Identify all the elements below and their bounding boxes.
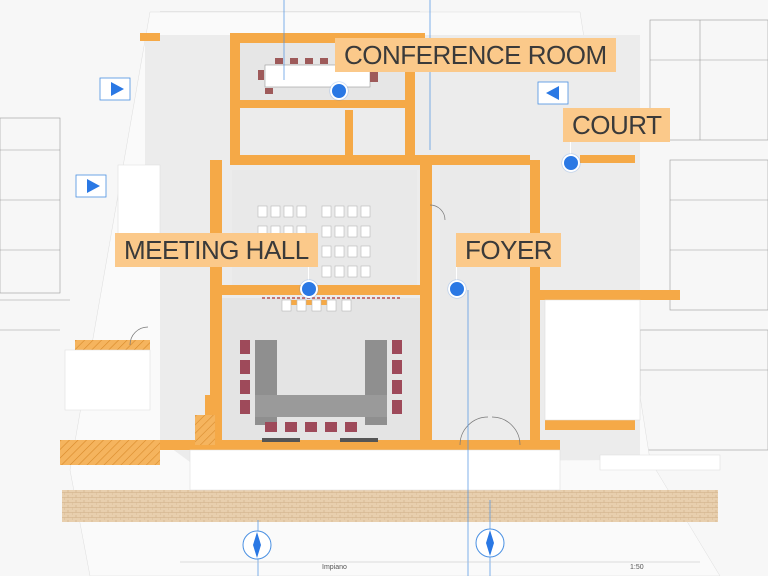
sheet-scale: 1:50 xyxy=(630,564,644,571)
section-arrow-icon[interactable] xyxy=(99,77,131,101)
meeting-hall-chairs xyxy=(257,205,371,312)
north-compass-icon[interactable] xyxy=(475,528,505,558)
leader-line xyxy=(337,70,338,90)
location-marker-icon[interactable] xyxy=(562,154,580,172)
leader-line xyxy=(456,262,457,282)
leader-line xyxy=(570,138,571,158)
brick-paving xyxy=(62,490,718,522)
hatched-walls xyxy=(60,340,215,465)
location-marker-icon[interactable] xyxy=(330,82,348,100)
location-marker-icon[interactable] xyxy=(300,280,318,298)
u-shaped-table xyxy=(240,340,402,432)
sheet-title: Impiano xyxy=(322,564,347,571)
leader-line xyxy=(308,262,309,284)
foyer-label[interactable]: FOYER xyxy=(456,233,562,267)
location-marker-icon[interactable] xyxy=(448,280,466,298)
court-label[interactable]: COURT xyxy=(563,108,671,142)
entrance-doors xyxy=(262,438,378,442)
section-arrow-icon[interactable] xyxy=(537,81,569,105)
conference-room-label[interactable]: CONFERENCE ROOM xyxy=(335,38,616,72)
meeting-hall-label[interactable]: MEETING HALL xyxy=(115,233,318,267)
wall-faces xyxy=(64,164,721,491)
north-compass-icon[interactable] xyxy=(242,530,272,560)
section-arrow-icon[interactable] xyxy=(75,174,107,198)
